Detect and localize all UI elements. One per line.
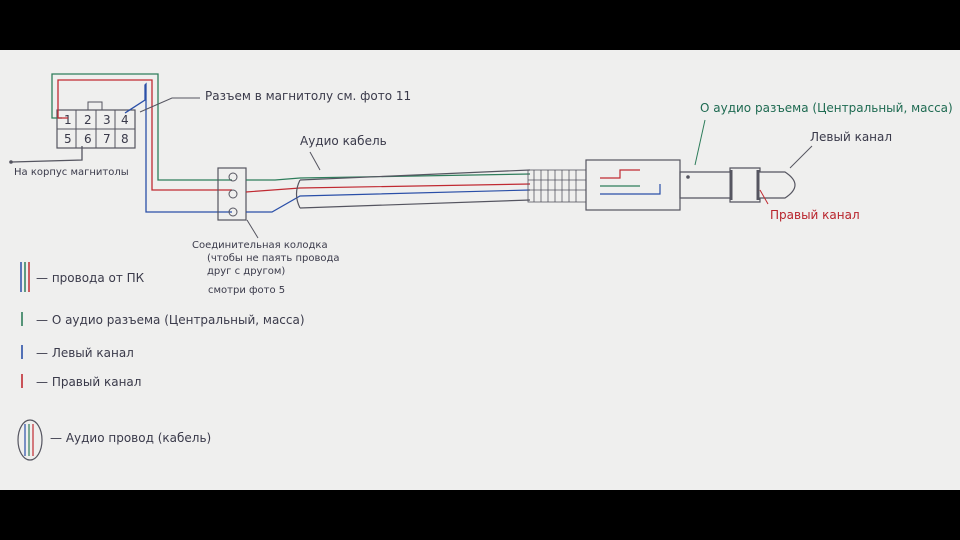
cable-green [246, 173, 531, 181]
plug-body [585, 159, 681, 211]
pin-3: 3 [103, 113, 111, 127]
plug-red-wire [600, 169, 640, 179]
pin-4: 4 [121, 113, 129, 127]
legend-red: — Правый канал [21, 374, 141, 389]
leader-terminal [246, 219, 259, 239]
legend-green: — О аудио разъема (Центральный, масса) [21, 312, 305, 327]
connector-title: Разъем в магнитолу см. фото 11 [205, 89, 411, 103]
terminal-label-3: друг с другом) [207, 266, 285, 277]
terminal-label-2: (чтобы не паять провода [207, 253, 340, 264]
terminal-label-4: смотри фото 5 [208, 285, 285, 296]
terminal-screw-2 [228, 189, 238, 199]
plug-strain-relief [527, 169, 587, 203]
jack-right-label: Правый канал [770, 208, 860, 222]
pin-7: 7 [103, 132, 111, 146]
leader-lines [139, 97, 813, 239]
pin-2: 2 [84, 113, 92, 127]
pin-6: 6 [84, 132, 92, 146]
terminal-label-1: Соединительная колодка [192, 240, 328, 251]
ground-point [9, 160, 13, 164]
jack-center-label: О аудио разъема (Центральный, масса) [700, 101, 953, 115]
legend-text-blue: — Левый канал [36, 346, 134, 360]
cable-label: Аудио кабель [300, 134, 387, 148]
cable-blue [246, 189, 531, 213]
leader-center [694, 119, 706, 166]
legend-text-red: — Правый канал [36, 375, 141, 389]
strain-relief-body [527, 169, 587, 203]
legend-pc-wires: — провода от ПК [20, 262, 145, 292]
blue-wire [124, 82, 232, 213]
legend: — провода от ПК — О аудио разъема (Центр… [17, 262, 305, 461]
cable-red [245, 183, 531, 193]
audio-cable [245, 169, 531, 213]
legend-blue: — Левый канал [21, 345, 134, 360]
terminal-screw-3 [228, 207, 238, 217]
leader-cable [309, 151, 321, 171]
legend-text-pc-wires: — провода от ПК [36, 271, 145, 285]
terminal-body [217, 167, 247, 221]
ground-label: На корпус магнитолы [14, 167, 129, 178]
ground-wire [11, 146, 83, 163]
audio-cable-icon [17, 419, 43, 461]
jack-left-label: Левый канал [810, 130, 892, 144]
pin-1: 1 [64, 113, 72, 127]
cable-jacket-top [299, 169, 531, 181]
legend-text-green: — О аудио разъема (Центральный, масса) [36, 313, 305, 327]
connector-key [87, 101, 103, 111]
terminal-block [217, 167, 247, 221]
cable-jacket-bottom [299, 199, 531, 209]
leader-left [789, 145, 813, 169]
plug-blue-wire [600, 184, 661, 195]
legend-audio-cable: — Аудио провод (кабель) [17, 419, 211, 461]
cable-end-left [295, 179, 301, 209]
red-wire [57, 79, 232, 191]
connector-wires [11, 73, 232, 213]
leader-right [759, 189, 769, 205]
paper-sheet [0, 50, 960, 490]
terminal-screw-1 [228, 172, 238, 182]
legend-text-audio-cable: — Аудио провод (кабель) [50, 431, 211, 445]
green-wire [51, 73, 232, 181]
plug-tip [679, 167, 796, 203]
leader-connector [139, 97, 200, 113]
plug-dot [686, 175, 690, 179]
jack-plug [585, 159, 796, 211]
pin-5: 5 [64, 132, 72, 146]
head-unit-connector: 1 2 3 4 5 6 7 8 [56, 101, 136, 149]
pin-8: 8 [121, 132, 129, 146]
